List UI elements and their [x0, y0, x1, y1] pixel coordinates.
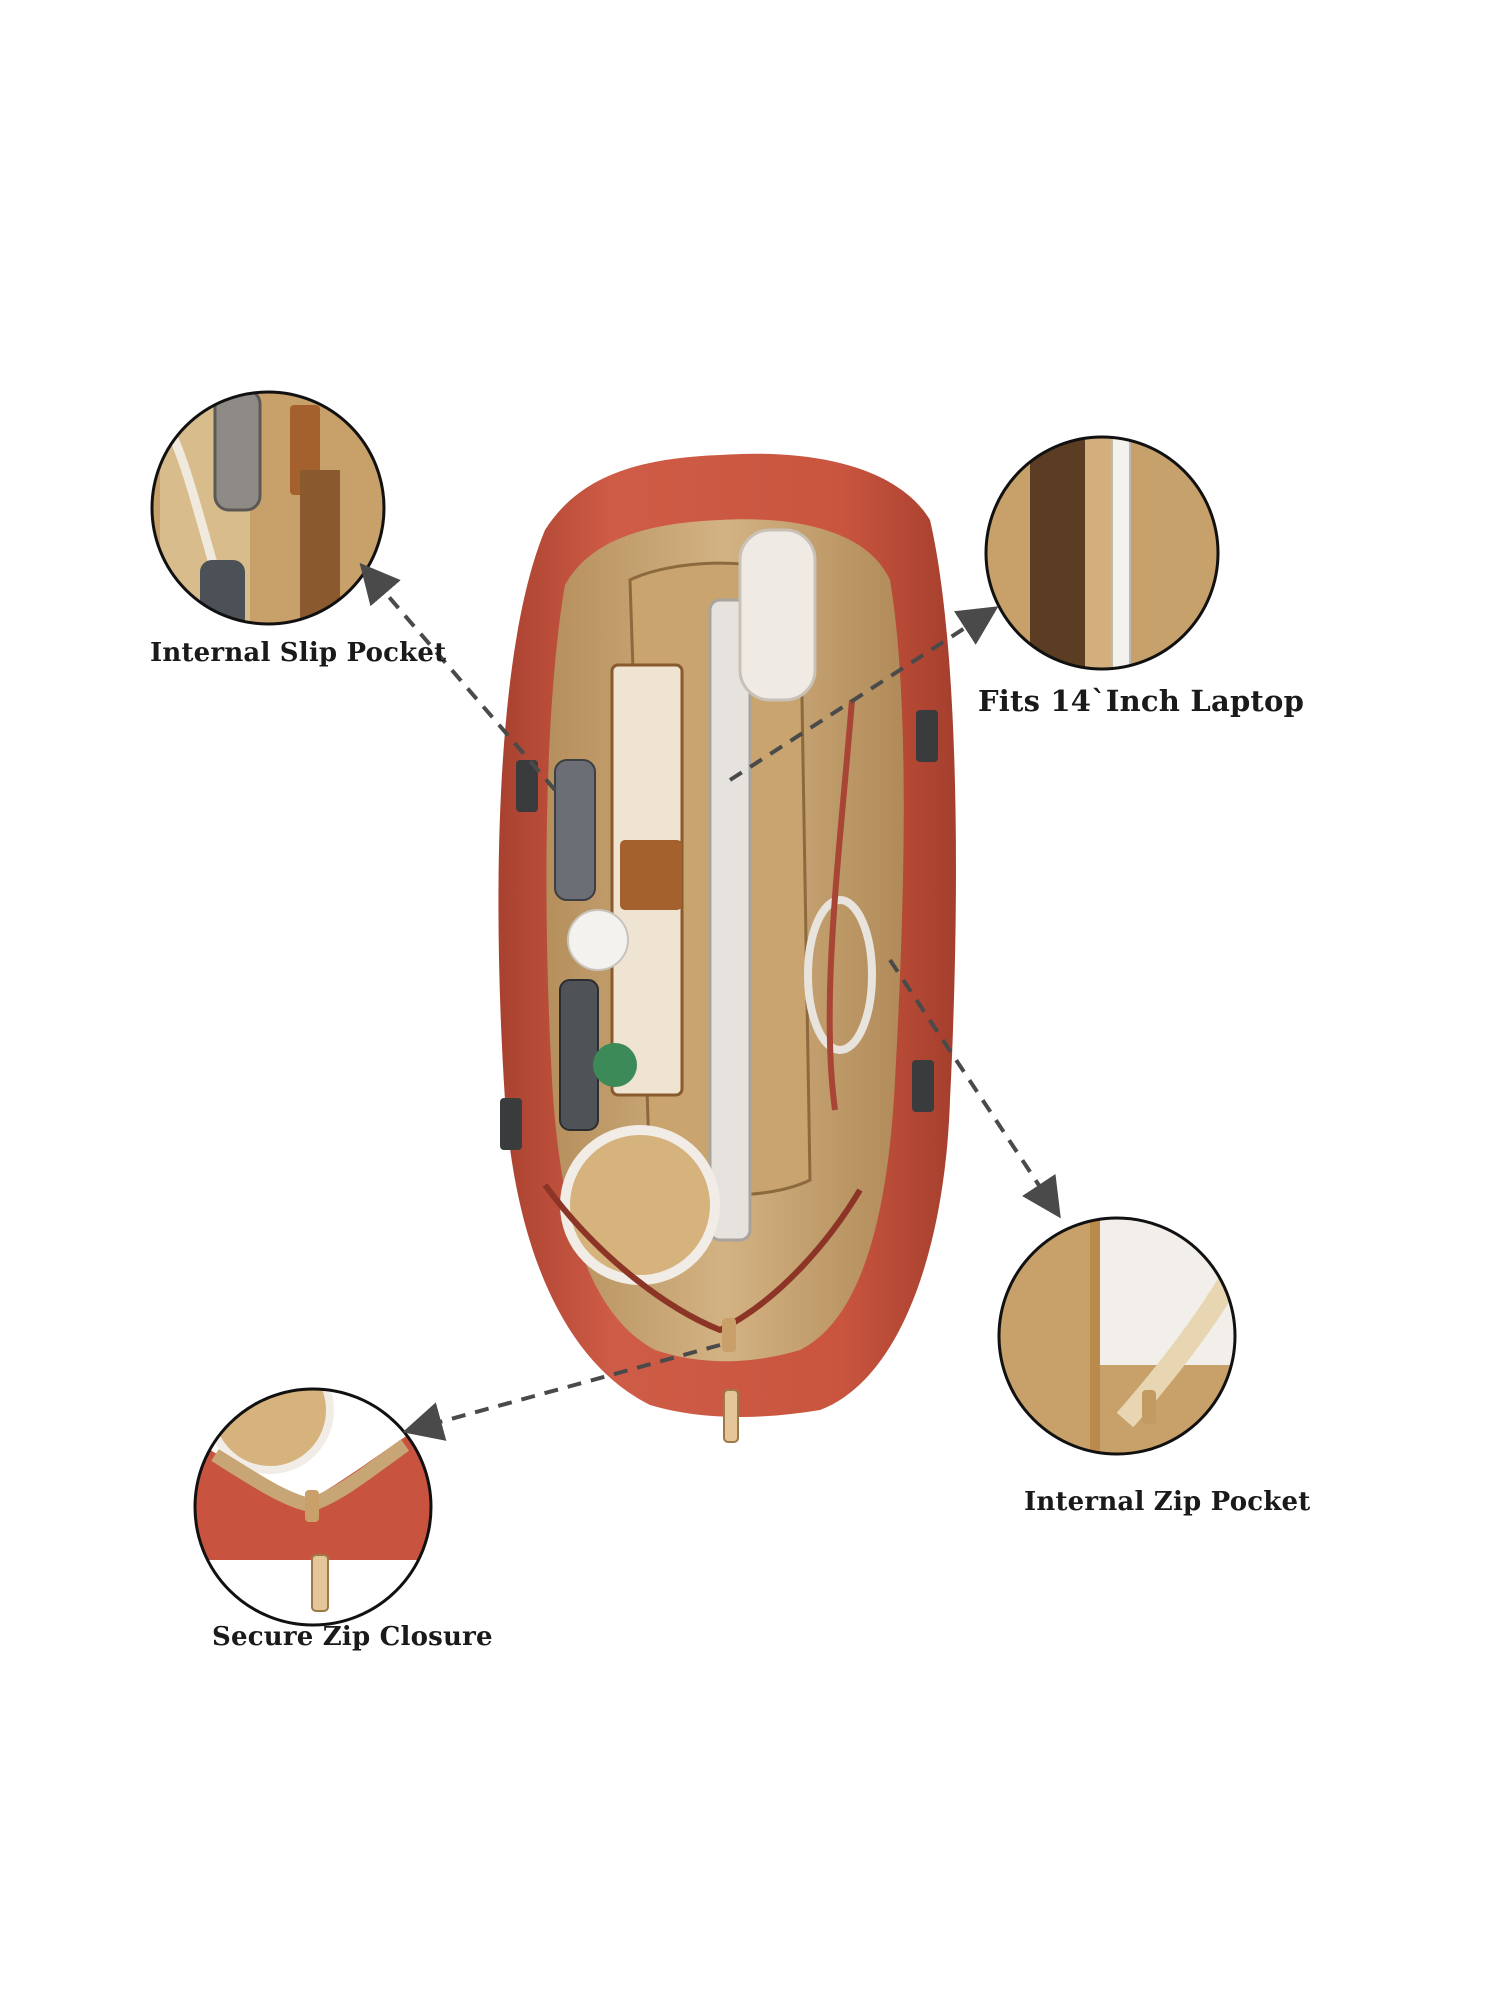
label-internal-slip-pocket: Internal Slip Pocket	[150, 638, 447, 668]
arrow-laptop	[728, 606, 999, 782]
power-bank	[554, 759, 596, 901]
green-cap	[593, 1043, 637, 1087]
label-internal-zip-pocket: Internal Zip Pocket	[1024, 1487, 1311, 1517]
detail-circle-zip-pocket	[997, 1216, 1237, 1456]
handbag-main-image	[498, 453, 956, 1443]
handle-anchor-left-top	[516, 760, 538, 812]
round-ball	[567, 909, 629, 971]
bamboo-container	[560, 1125, 720, 1285]
label-fits-laptop: Fits 14`Inch Laptop	[978, 684, 1305, 718]
zip-pull	[722, 1318, 736, 1352]
handle-anchor-right-bottom	[912, 1060, 934, 1112]
handle-anchor-left-bottom	[500, 1098, 522, 1150]
label-secure-zip-closure: Secure Zip Closure	[212, 1622, 493, 1652]
phone	[559, 979, 599, 1131]
handle-anchor-right-top	[916, 710, 938, 762]
arrow-zip-pocket	[888, 958, 1061, 1219]
main-zip-track	[542, 1183, 863, 1334]
laptop	[708, 598, 752, 1242]
detail-circle-laptop	[984, 435, 1220, 671]
zip-tab	[723, 1389, 739, 1443]
bottle	[738, 528, 817, 702]
connector-arrows	[359, 562, 1061, 1441]
cable-bundle	[804, 896, 876, 1054]
zip-pocket-edge	[826, 699, 855, 1111]
detail-circle-zip-closure	[193, 1387, 433, 1627]
detail-circle-slip-pocket	[150, 390, 386, 626]
notebook-strap	[620, 840, 682, 910]
arrow-zip-closure	[402, 1343, 721, 1441]
